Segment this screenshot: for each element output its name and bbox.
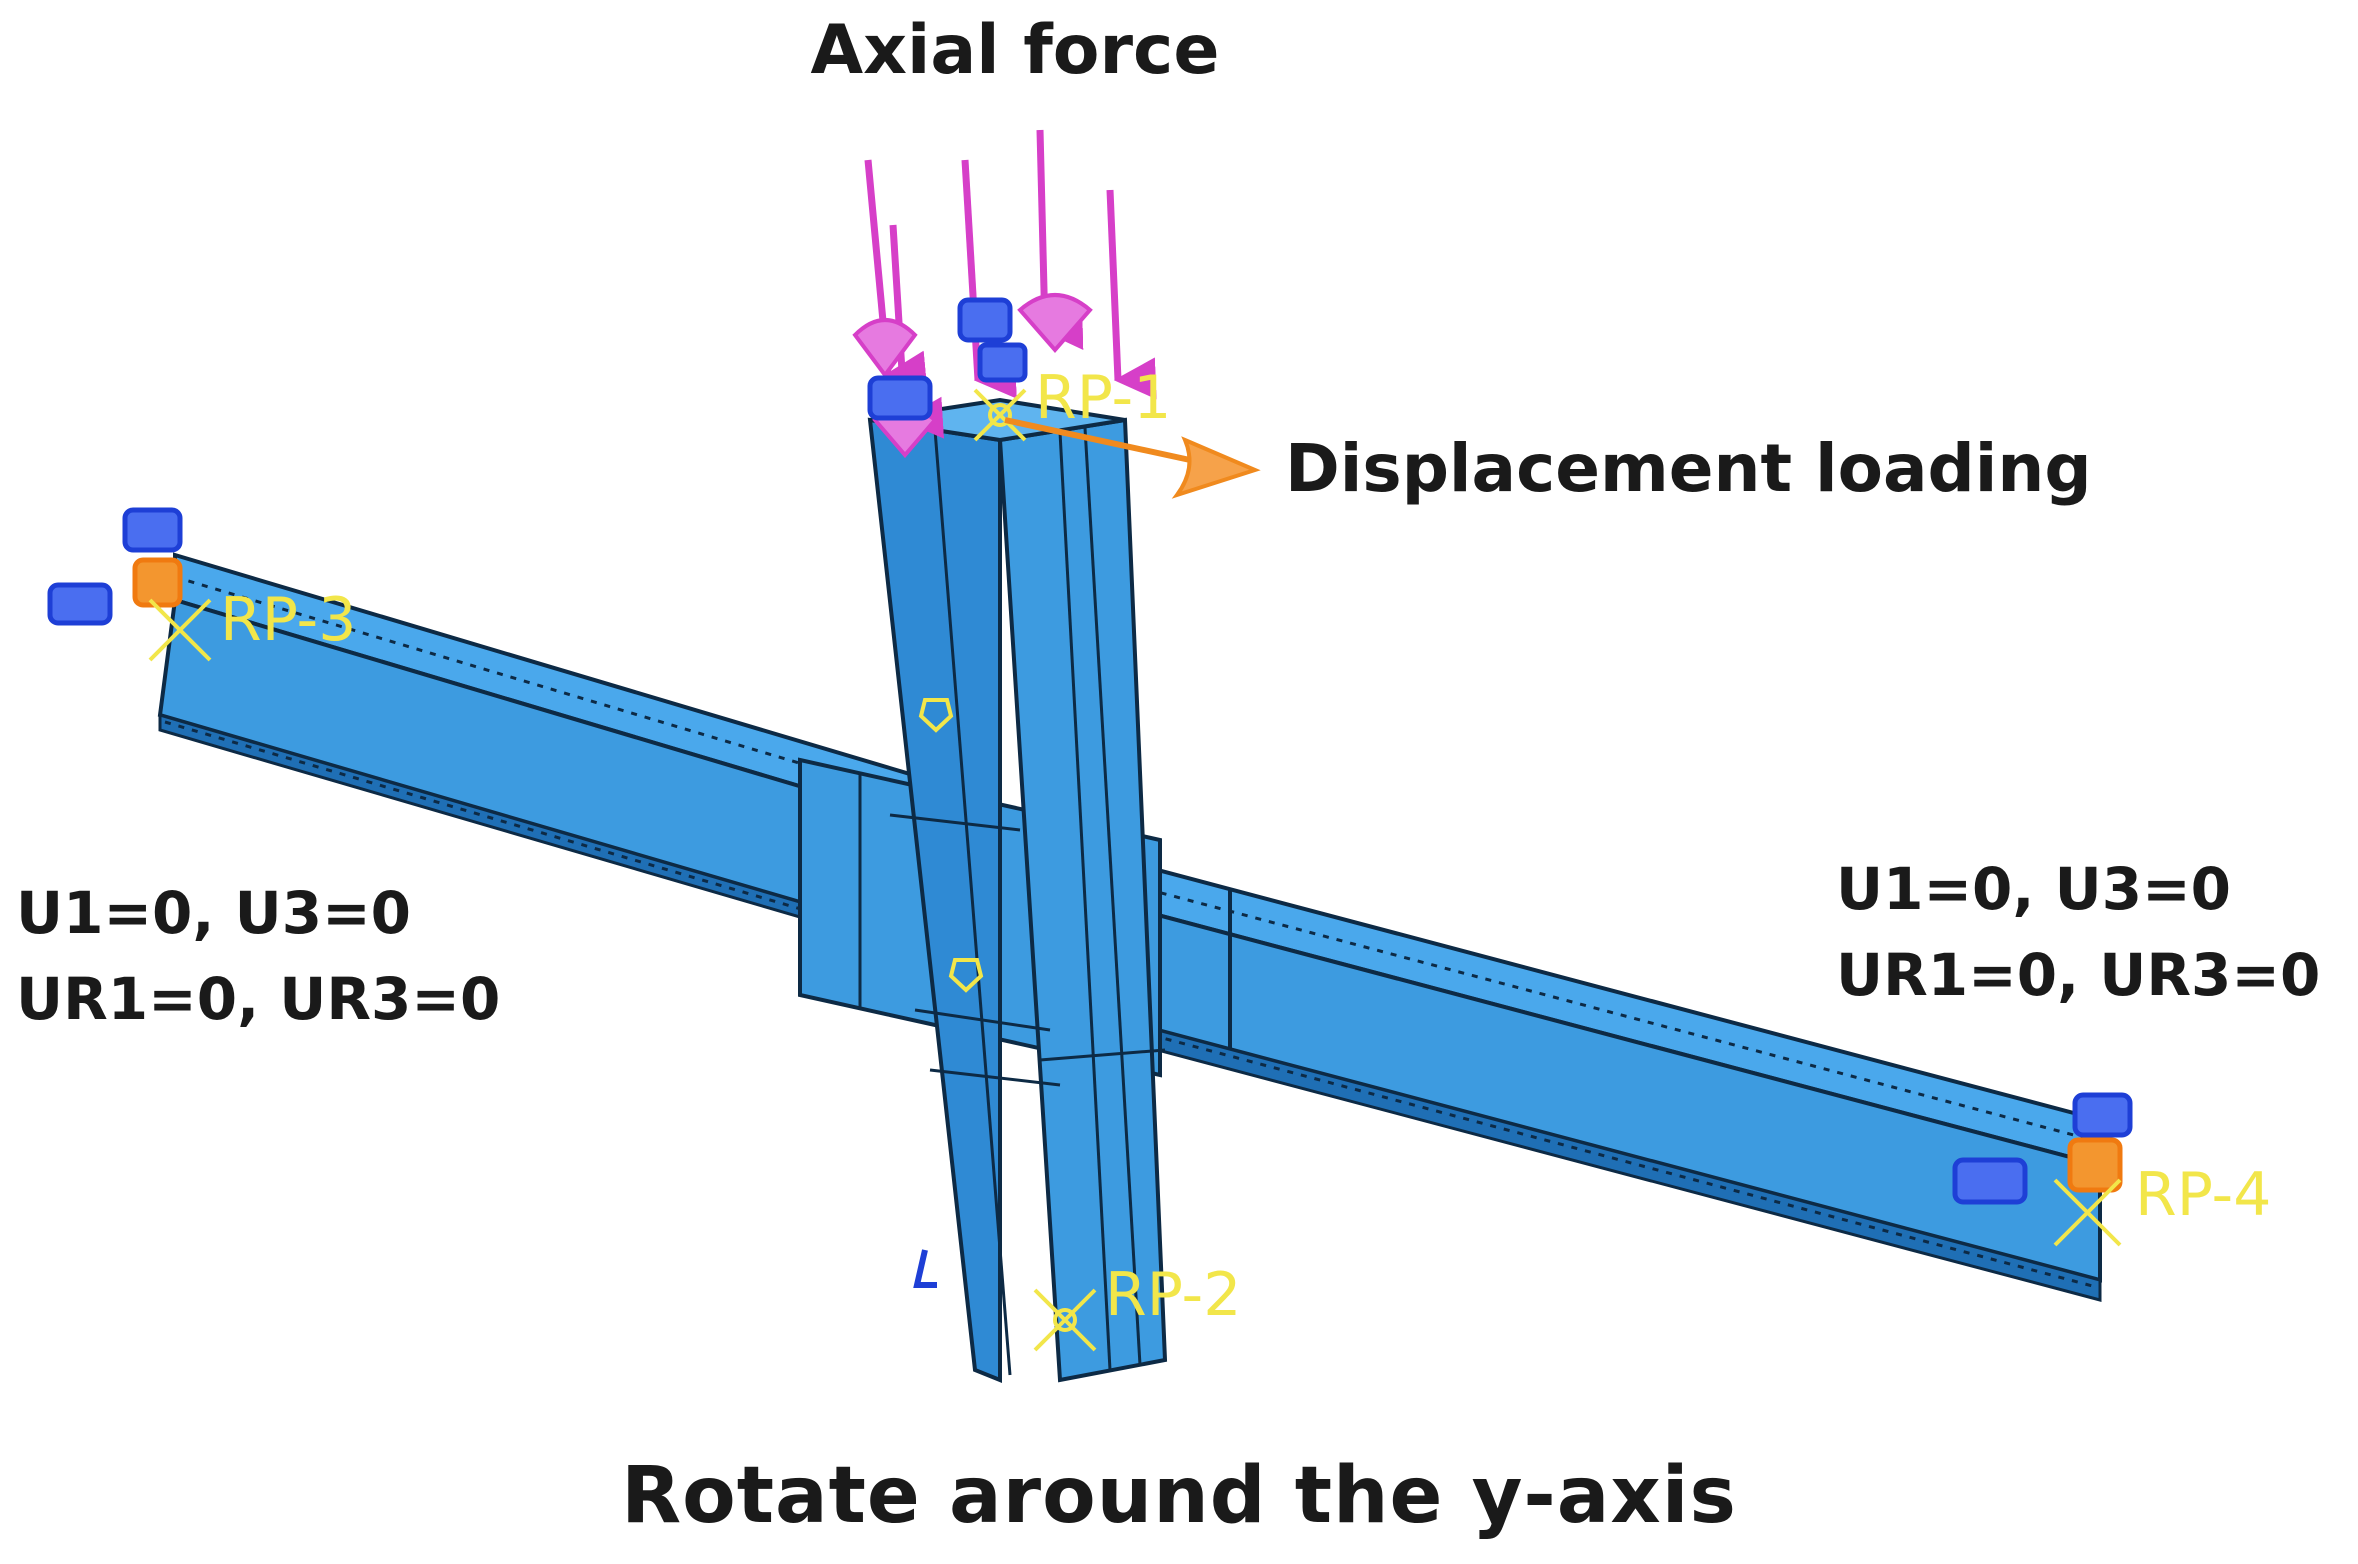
rp-3-marker: RP-3 [47,507,356,662]
rp-2-marker: RP-2 [913,1249,1241,1352]
rp-4-label: RP-4 [2135,1160,2271,1230]
rp-1-marker: RP-1 [973,363,1171,442]
rp-3-label: RP-3 [220,585,356,655]
displacement-loading-label: Displacement loading [1285,430,2092,507]
column [867,397,1168,1383]
left-beam [157,552,932,958]
right-bc-line-1: U1=0, U3=0 [1836,855,2232,923]
right-boundary-conditions: U1=0, U3=0 UR1=0, UR3=0 [1836,846,2320,1018]
displacement-arrow [1004,417,1261,499]
rp-1-label: RP-1 [1035,363,1171,433]
left-bc-line-1: U1=0, U3=0 [16,879,412,947]
rp-4-marker: RP-4 [1952,1092,2271,1247]
rotate-label: Rotate around the y-axis [621,1451,1737,1541]
left-bc-line-2: UR1=0, UR3=0 [16,965,501,1033]
rp-2-label: RP-2 [1105,1260,1241,1330]
axial-force-label: Axial force [810,11,1220,90]
top-constraint-symbols [867,297,1028,421]
left-boundary-conditions: U1=0, U3=0 UR1=0, UR3=0 [16,870,500,1042]
right-bc-line-2: UR1=0, UR3=0 [1836,941,2321,1009]
